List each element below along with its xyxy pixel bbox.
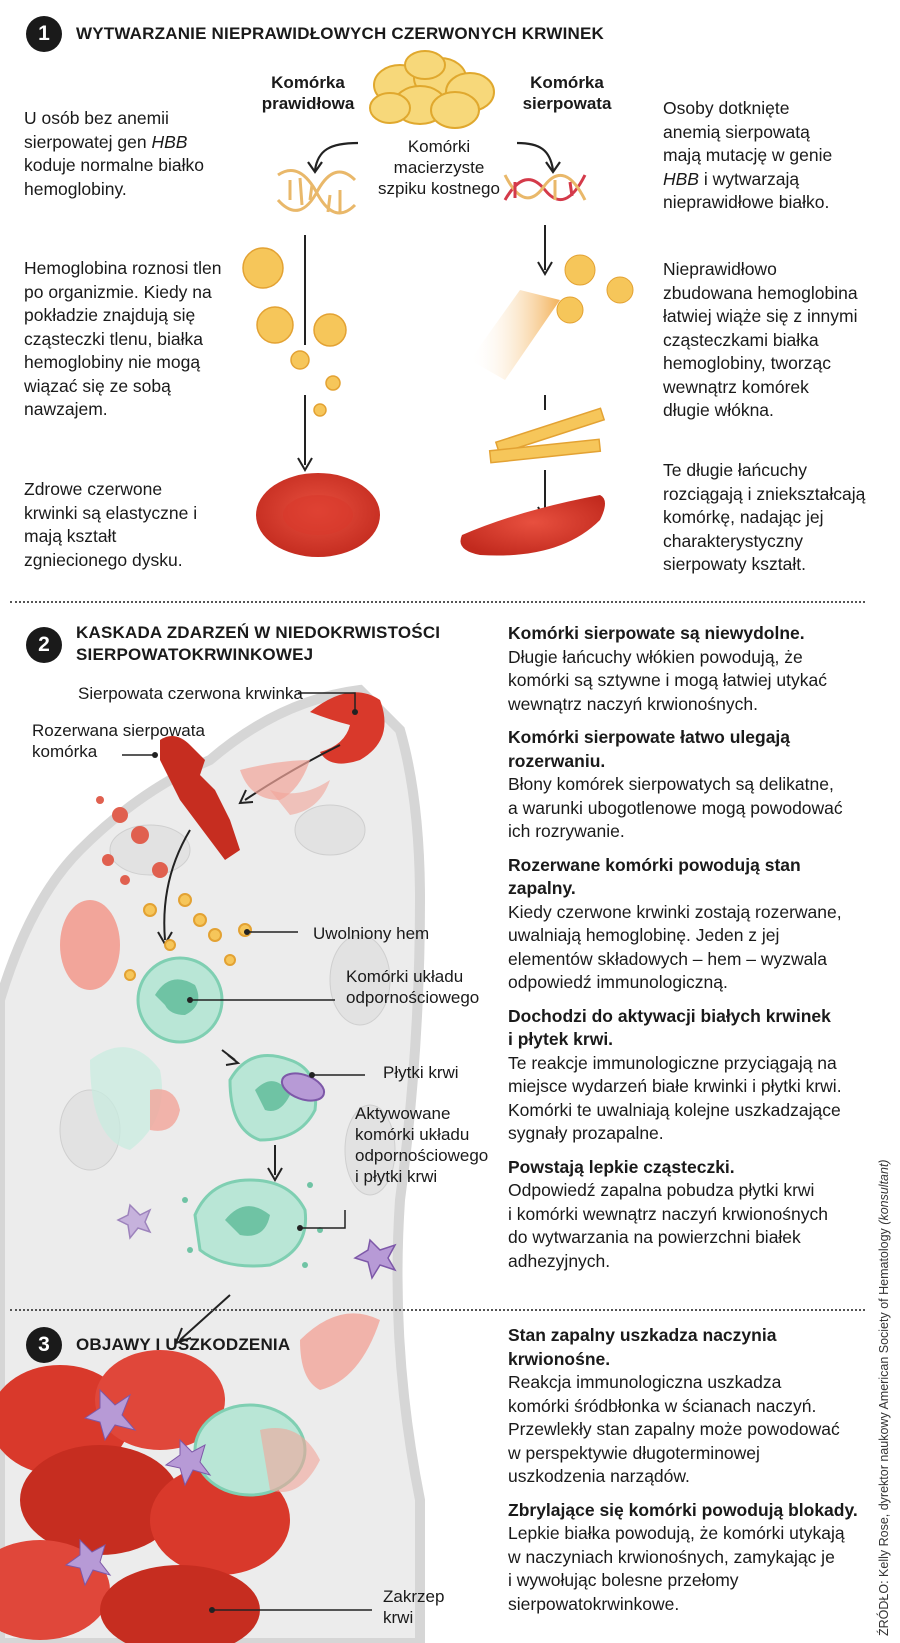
paragraph: Zbrylające się komórki powodują blokady.…: [508, 1499, 858, 1614]
divider-1: [10, 601, 865, 603]
dna-normal-icon: [276, 169, 357, 215]
activated-platelet: [116, 1203, 397, 1280]
released-heme: [124, 893, 252, 981]
hemoglobin-chains-icon: [488, 407, 606, 464]
arrow-to-normal: [307, 141, 359, 174]
hemoglobin-normal-icon: [242, 247, 347, 417]
blood-clot-cluster: [0, 1350, 307, 1643]
divider-2: [10, 1309, 865, 1311]
arrow-to-sickle: [516, 141, 561, 174]
section-number-2: 2: [26, 627, 62, 663]
mutation-text: Osoby dotknięte anemią sierpowatą mają m…: [663, 98, 833, 212]
activated-cells-cluster: [182, 1178, 323, 1268]
platelet: [280, 1072, 326, 1102]
immune-cell: [136, 956, 224, 1044]
sickle-red-blood-cell: [460, 495, 605, 556]
section-number-3: 3: [26, 1327, 62, 1363]
label-platelets: Płytki krwi: [383, 1063, 459, 1082]
source-credit: ŹRÓDŁO: Kelly Rose, dyrektor naukowy Ame…: [877, 1159, 891, 1636]
label-sickle-rbc: Sierpowata czerwona krwinka: [78, 684, 303, 703]
section-title-1: WYTWARZANIE NIEPRAWIDŁOWYCH CZERWONYCH K…: [76, 24, 604, 43]
debris-fragments: [96, 796, 168, 885]
hemoglobin-fiber-icon: [470, 254, 634, 380]
section-number-1: 1: [26, 16, 62, 52]
paragraph: Powstają lepkie cząsteczki. Odpowiedź za…: [508, 1156, 828, 1271]
label-released-heme: Uwolniony hem: [313, 924, 430, 943]
stem-cells-cluster: [369, 50, 495, 129]
normal-gene-text: U osób bez anemii sierpowatej gen HBB ko…: [24, 108, 204, 199]
sickle-rbc-vessel: [310, 692, 385, 764]
rbc-faded: [60, 900, 120, 990]
section-title-3: OBJAWY I USZKODZENIA: [76, 1335, 291, 1354]
dna-mutated-icon: [503, 174, 587, 201]
healthy-red-blood-cell: [256, 473, 380, 557]
ruptured-sickle-cell: [160, 736, 240, 860]
rbc-faded-2: [300, 1313, 380, 1390]
section2-paragraphs: Komórki sierpowate są niewydolne. Długie…: [508, 622, 878, 1283]
leader-lines: [122, 692, 372, 1611]
paragraph: Komórki sierpowate są niewydolne. Długie…: [508, 623, 827, 714]
